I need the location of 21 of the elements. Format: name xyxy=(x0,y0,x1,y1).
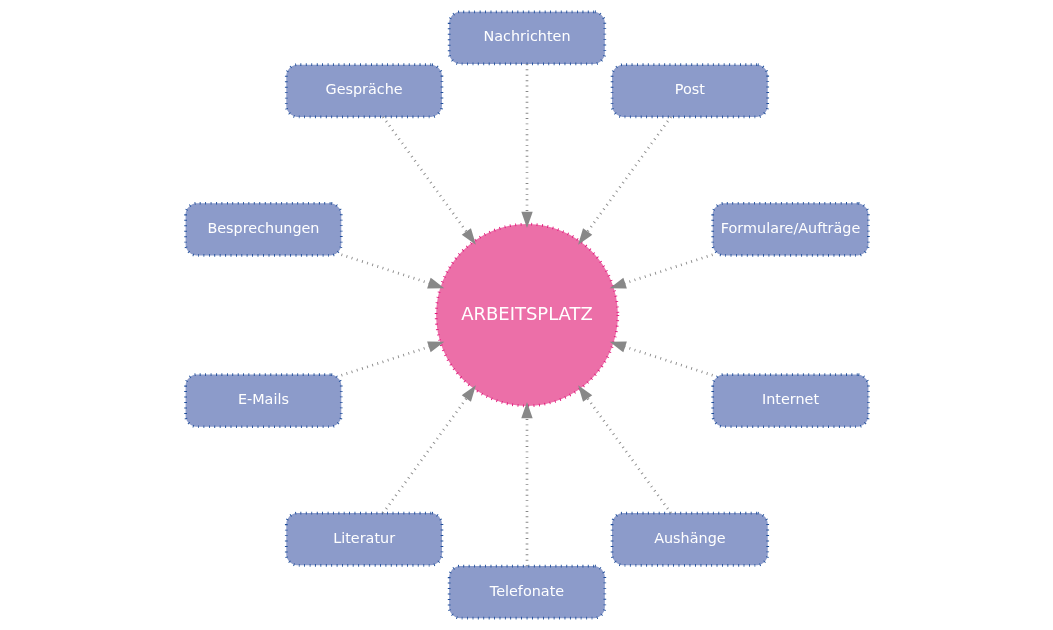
arrow xyxy=(609,341,713,377)
arrow xyxy=(520,64,533,229)
arrow xyxy=(577,385,672,514)
node-box: Aushänge xyxy=(610,511,769,567)
arrow xyxy=(520,401,533,566)
node-box: E-Mails xyxy=(183,373,343,429)
node-circle: ARBEITSPLATZ xyxy=(434,222,619,408)
node-box: Telefonate xyxy=(447,564,606,620)
node-box: Besprechungen xyxy=(183,201,343,257)
arrow xyxy=(577,116,672,245)
arrow xyxy=(340,253,444,289)
arrow xyxy=(609,253,713,289)
node-box: Post xyxy=(610,63,769,119)
arrow xyxy=(381,116,476,245)
node-box: Literatur xyxy=(284,511,443,567)
arrow xyxy=(381,385,476,514)
arrow xyxy=(340,341,444,377)
node-box: Nachrichten xyxy=(447,10,606,66)
node-box: Formulare/Aufträge xyxy=(710,201,870,257)
node-box: Gespräche xyxy=(284,63,443,119)
node-box: Internet xyxy=(710,373,870,429)
